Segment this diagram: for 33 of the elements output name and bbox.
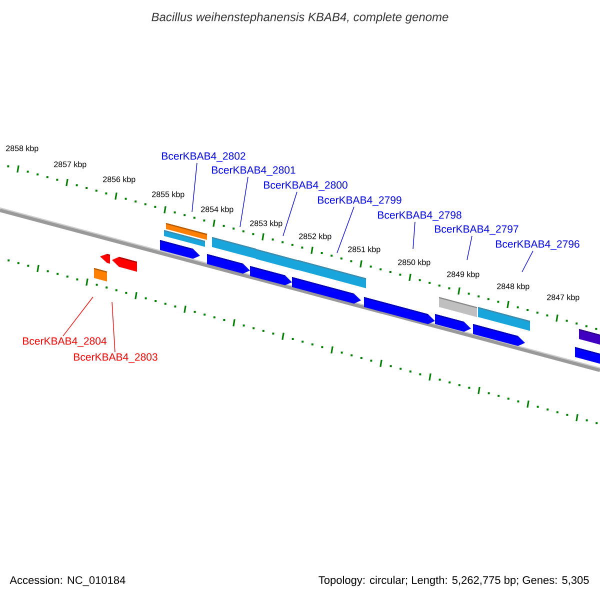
scale-label: 2847 kbp xyxy=(547,294,580,302)
gene-label: BcerKBAB4_2796 xyxy=(496,240,580,250)
gene-label: BcerKBAB4_2804 xyxy=(23,337,106,347)
leader-line xyxy=(336,206,354,254)
scale-label: 2849 kbp xyxy=(447,271,480,279)
scale-label: 2855 kbp xyxy=(152,191,184,199)
gene-label: BcerKBAB4_2803 xyxy=(74,353,158,363)
genome-info-text: Topology: circular; Length: 5,262,775 bp; Genes: 5,305 xyxy=(318,576,589,586)
leader-line xyxy=(412,222,416,250)
scale-label: 2851 kbp xyxy=(348,246,380,254)
leader-line xyxy=(282,192,298,236)
scale-label: 2857 kbp xyxy=(54,161,86,169)
scale-label: 2856 kbp xyxy=(103,176,136,184)
leader-line xyxy=(62,296,94,336)
leader-line xyxy=(240,176,248,228)
scale-label: 2858 kbp xyxy=(6,145,38,153)
gene-label: BcerKBAB4_2798 xyxy=(378,211,462,221)
gene-label: BcerKBAB4_2801 xyxy=(212,166,296,176)
gene-label: BcerKBAB4_2800 xyxy=(264,181,348,191)
scale-label: 2853 kbp xyxy=(250,220,282,228)
leader-line xyxy=(112,302,116,352)
scale-label: 2848 kbp xyxy=(497,283,530,291)
title: Bacillus weihenstephanensis KBAB4, complete genome xyxy=(152,12,448,24)
gene-label: BcerKBAB4_2799 xyxy=(318,196,402,206)
scale-label: 2850 kbp xyxy=(398,259,430,267)
accession-text: Accession: NC_010184 xyxy=(10,576,126,586)
scale-label: 2852 kbp xyxy=(299,233,332,241)
scale-label: 2854 kbp xyxy=(201,206,234,214)
leader-line xyxy=(522,250,534,272)
gene-label: BcerKBAB4_2802 xyxy=(162,152,246,162)
leader-line xyxy=(466,236,472,260)
gene-label: BcerKBAB4_2797 xyxy=(435,225,518,235)
leader-line xyxy=(192,162,198,212)
